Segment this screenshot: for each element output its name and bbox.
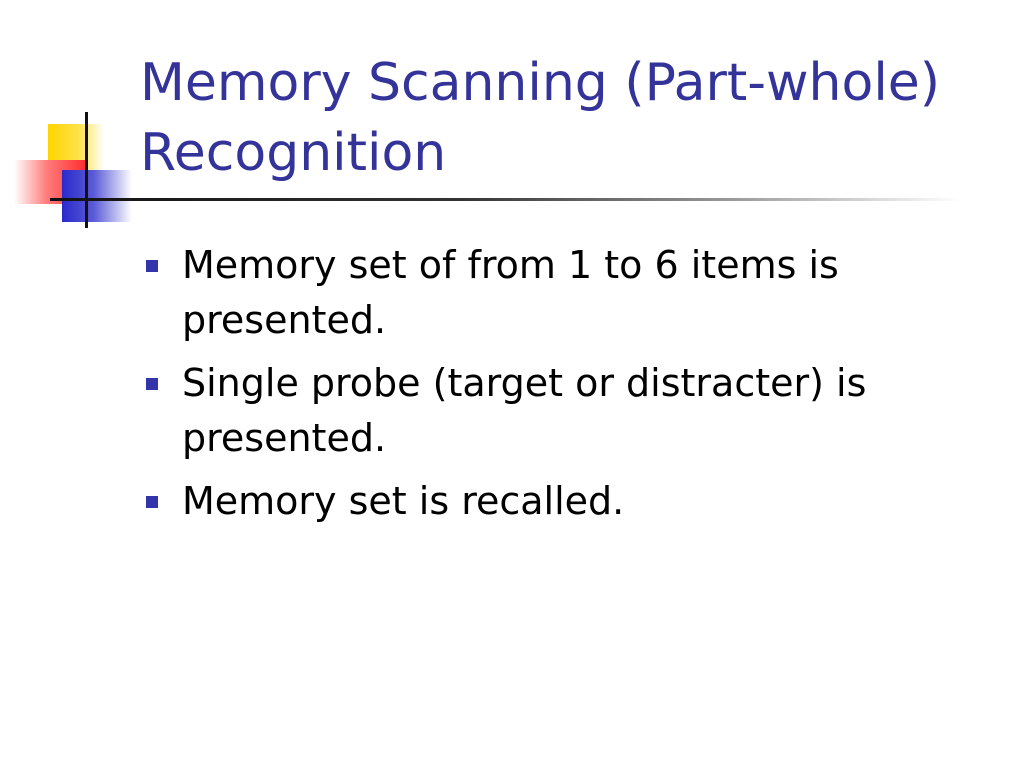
bullet-item-1: Memory set of from 1 to 6 items is prese… [144, 238, 944, 348]
slide-title-line-2: Recognition [140, 123, 447, 183]
decorative-vertical-line [85, 112, 88, 228]
slide-title-line-1: Memory Scanning (Part-whole) [140, 53, 941, 113]
square-bullet-icon [146, 378, 158, 390]
title-underline-rule [50, 198, 960, 201]
slide-title: Memory Scanning (Part-whole) Recognition [140, 48, 1010, 188]
bullet-item-2-line-2: presented. [182, 416, 387, 460]
bullet-item-1-line-1: Memory set of from 1 to 6 items is [182, 243, 839, 287]
bullet-list: Memory set of from 1 to 6 items is prese… [144, 238, 944, 537]
bullet-item-3: Memory set is recalled. [144, 474, 944, 529]
square-bullet-icon [146, 496, 158, 508]
bullet-item-2: Single probe (target or distracter) is p… [144, 356, 944, 466]
decorative-blue-square [62, 170, 132, 222]
square-bullet-icon [146, 260, 158, 272]
bullet-item-2-line-1: Single probe (target or distracter) is [182, 361, 867, 405]
bullet-item-3-line-1: Memory set is recalled. [182, 479, 625, 523]
bullet-item-1-line-2: presented. [182, 298, 387, 342]
